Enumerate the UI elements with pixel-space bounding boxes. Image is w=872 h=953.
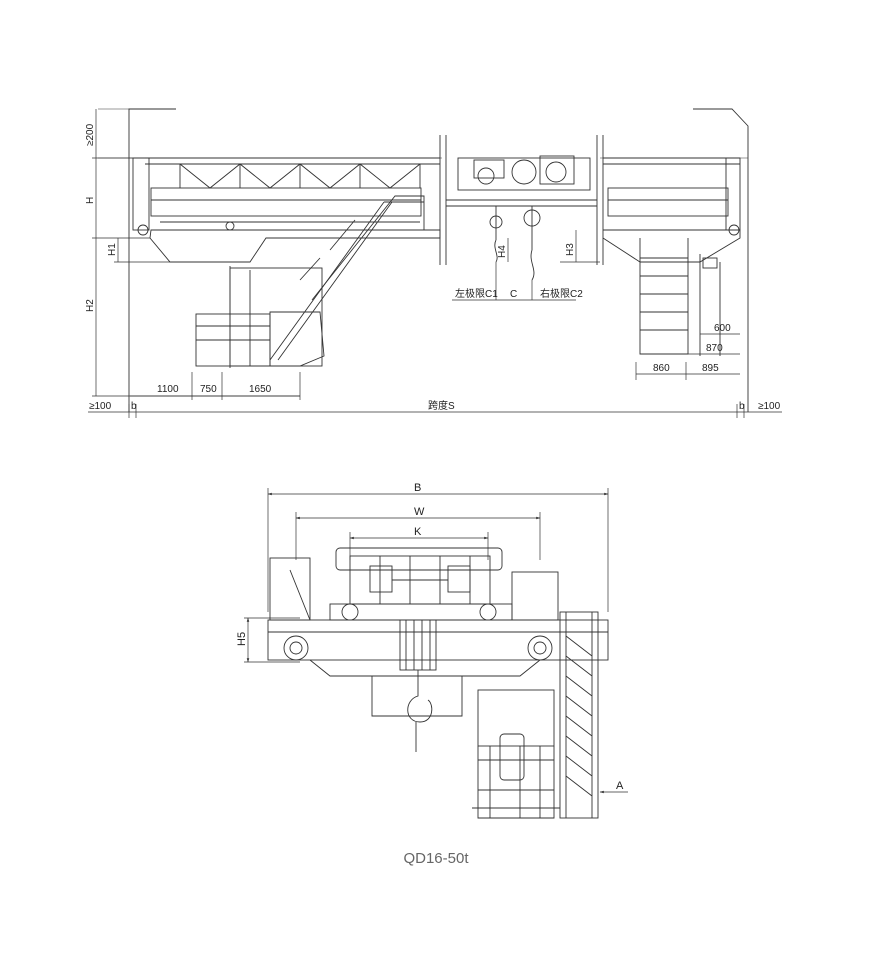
side-view-labels: B W K H5 A: [236, 482, 624, 792]
side-dimensions: [244, 488, 628, 794]
dim-h3: H3: [565, 243, 576, 256]
break-line-left: [439, 135, 447, 265]
dim-600: 600: [714, 323, 731, 334]
break-line-right: [596, 135, 604, 265]
dim-h: H: [85, 197, 96, 204]
dim-c: C: [510, 289, 517, 300]
left-bridge-girder: [132, 157, 441, 263]
dim-left-limit-c1: 左极限C1: [455, 287, 498, 300]
side-hook-block: [371, 619, 463, 752]
dim-1650: 1650: [249, 384, 272, 395]
operator-cabin-and-stair: [195, 195, 425, 368]
dim-h1: H1: [107, 243, 118, 256]
dim-w: W: [414, 506, 425, 518]
dim-left-gap: ≥100: [89, 401, 112, 412]
dim-b-left: b: [131, 401, 137, 412]
dim-b-right: b: [739, 401, 745, 412]
dim-870: 870: [706, 343, 723, 354]
dim-750: 750: [200, 384, 217, 395]
dim-a: A: [616, 780, 624, 792]
dim-h2: H2: [85, 299, 96, 312]
dim-h5: H5: [236, 632, 248, 646]
side-trolley: [329, 547, 513, 621]
front-view-labels: ≥200 H H1 H2 H3 H4 左极限C1 C 右极限C2 600 870…: [85, 123, 781, 412]
front-dimensions: [88, 109, 782, 418]
side-view: [244, 488, 628, 819]
dim-span: 跨度S: [428, 399, 455, 412]
side-cabin-and-ladder: [472, 611, 599, 819]
side-girder: [267, 557, 609, 677]
building-outline-right: [693, 108, 749, 412]
dim-top-clearance: ≥200: [85, 123, 96, 146]
right-bridge-girder: [602, 157, 741, 356]
dim-860: 860: [653, 363, 670, 374]
dim-895: 895: [702, 363, 719, 374]
dim-1100: 1100: [157, 384, 179, 395]
dim-right-gap: ≥100: [758, 401, 781, 412]
front-view: [88, 108, 782, 418]
dim-right-limit-c2: 右极限C2: [540, 287, 583, 300]
dim-k: K: [414, 526, 422, 538]
drawing-caption: QD16-50t: [403, 850, 469, 867]
trolley: [446, 155, 597, 281]
dim-b: B: [414, 482, 421, 494]
dim-h4: H4: [497, 245, 508, 258]
